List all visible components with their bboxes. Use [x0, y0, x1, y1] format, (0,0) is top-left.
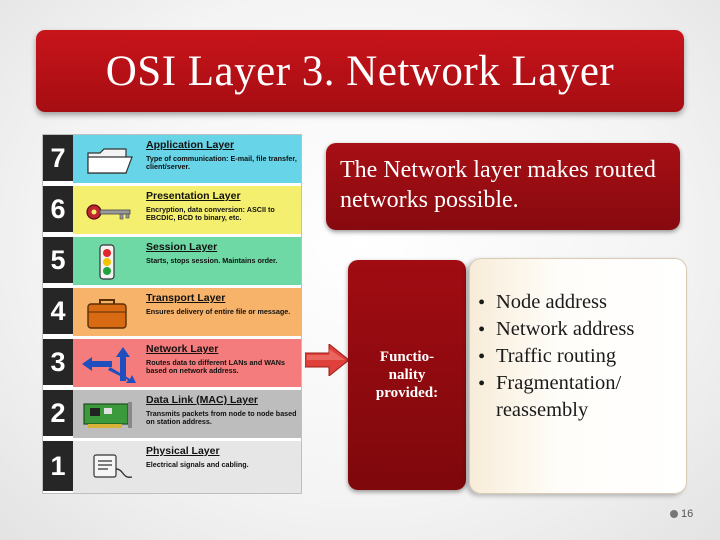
osi-layer-3: 3 Network Layer Routes data to different…: [43, 339, 301, 389]
layer-description: Starts, stops session. Maintains order.: [146, 257, 298, 265]
layer-name: Network Layer: [146, 343, 218, 355]
osi-layer-5: 5 Session Layer Starts, stops session. M…: [43, 237, 301, 287]
osi-layer-7: 7 Application Layer Type of communicatio…: [43, 135, 301, 185]
layer-number: 4: [43, 288, 73, 336]
list-item: Traffic routing: [478, 343, 682, 370]
layer-description: Type of communication: E-mail, file tran…: [146, 155, 298, 172]
layer-number: 3: [43, 339, 73, 387]
page-number-text: 16: [681, 508, 693, 520]
functionality-label: Functio- nality provided:: [362, 348, 452, 402]
layer-description: Routes data to different LANs and WANs b…: [146, 359, 298, 376]
osi-layer-2: 2 Data Link (MAC) Layer Transmits packet…: [43, 390, 301, 440]
briefcase-icon: [80, 294, 142, 332]
layer-number: 2: [43, 390, 73, 438]
layer-name: Session Layer: [146, 241, 217, 253]
osi-layer-4: 4 Transport Layer Ensures delivery of en…: [43, 288, 301, 338]
layer-number: 1: [43, 441, 73, 493]
layer-name: Transport Layer: [146, 292, 225, 304]
list-item: Network address: [478, 316, 682, 343]
functionality-label-box: Functio- nality provided:: [348, 260, 466, 490]
list-item: Fragmentation/ reassembly: [478, 370, 682, 424]
list-item: Node address: [478, 289, 682, 316]
layer-description: Electrical signals and cabling.: [146, 461, 298, 469]
slide-title: OSI Layer 3. Network Layer: [36, 30, 684, 112]
key-icon: [80, 192, 142, 230]
layer-name: Data Link (MAC) Layer: [146, 394, 258, 406]
osi-layer-6: 6 Presentation Layer Encryption, data co…: [43, 186, 301, 236]
bullet-dot-icon: [670, 510, 678, 518]
osi-layer-stack: 7 Application Layer Type of communicatio…: [42, 134, 302, 494]
cable-icon: [80, 447, 142, 485]
layer-number: 7: [43, 135, 73, 183]
traffic-light-icon: [80, 243, 142, 281]
page-number: 16: [670, 508, 693, 520]
layer-name: Application Layer: [146, 139, 234, 151]
layer-description: Encryption, data conversion: ASCII to EB…: [146, 206, 298, 223]
layer-number: 6: [43, 186, 73, 234]
functions-list-box: Node address Network address Traffic rou…: [469, 258, 687, 494]
layer-description: Transmits packets from node to node base…: [146, 410, 298, 427]
network-layer-callout: The Network layer makes routed networks …: [326, 143, 680, 230]
layer-description: Ensures delivery of entire file or messa…: [146, 308, 298, 316]
layer-name: Physical Layer: [146, 445, 220, 457]
right-arrow-icon: [305, 344, 351, 376]
osi-layer-1: 1 Physical Layer Electrical signals and …: [43, 441, 301, 493]
folder-icon: [80, 141, 142, 179]
functions-list: Node address Network address Traffic rou…: [478, 289, 682, 424]
layer-name: Presentation Layer: [146, 190, 241, 202]
routing-arrows-icon: [80, 345, 142, 383]
layer-number: 5: [43, 237, 73, 285]
network-card-icon: [80, 396, 142, 434]
